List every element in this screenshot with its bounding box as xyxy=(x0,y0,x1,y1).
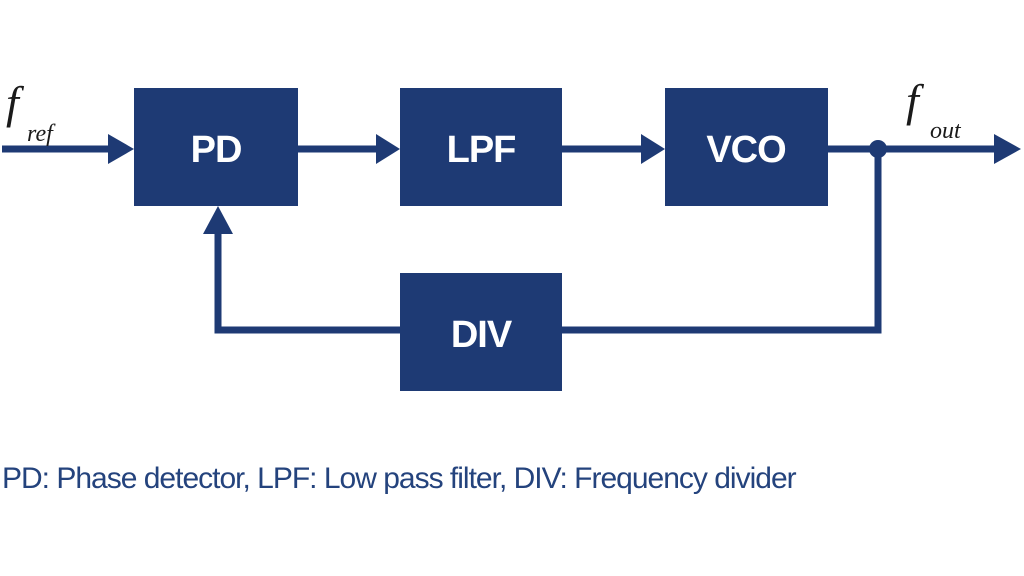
arrowhead-pd-to-lpf xyxy=(376,134,400,164)
fref-symbol: f xyxy=(6,77,25,128)
block-lpf xyxy=(400,88,562,206)
block-vco xyxy=(665,88,828,206)
arrowhead-lpf-to-vco xyxy=(641,134,665,164)
arrowhead-fout xyxy=(994,134,1021,164)
legend-caption: PD: Phase detector, LPF: Low pass filter… xyxy=(2,462,797,495)
fref-subscript: ref xyxy=(27,121,56,147)
block-label-lpf: LPF xyxy=(447,129,516,171)
arrowhead-div-to-pd xyxy=(203,206,233,234)
fout-subscript: out xyxy=(930,118,962,144)
block-label-div: DIV xyxy=(451,314,513,356)
arrowhead-fref-to-pd xyxy=(108,134,134,164)
fref-label: f ref xyxy=(6,77,56,147)
block-label-pd: PD xyxy=(191,129,242,171)
fout-symbol: f xyxy=(906,75,925,126)
junction-dot xyxy=(869,140,887,158)
block-div xyxy=(400,273,562,391)
block-label-vco: VCO xyxy=(706,129,785,171)
fout-label: f out xyxy=(906,75,962,144)
block-pd xyxy=(134,88,298,206)
